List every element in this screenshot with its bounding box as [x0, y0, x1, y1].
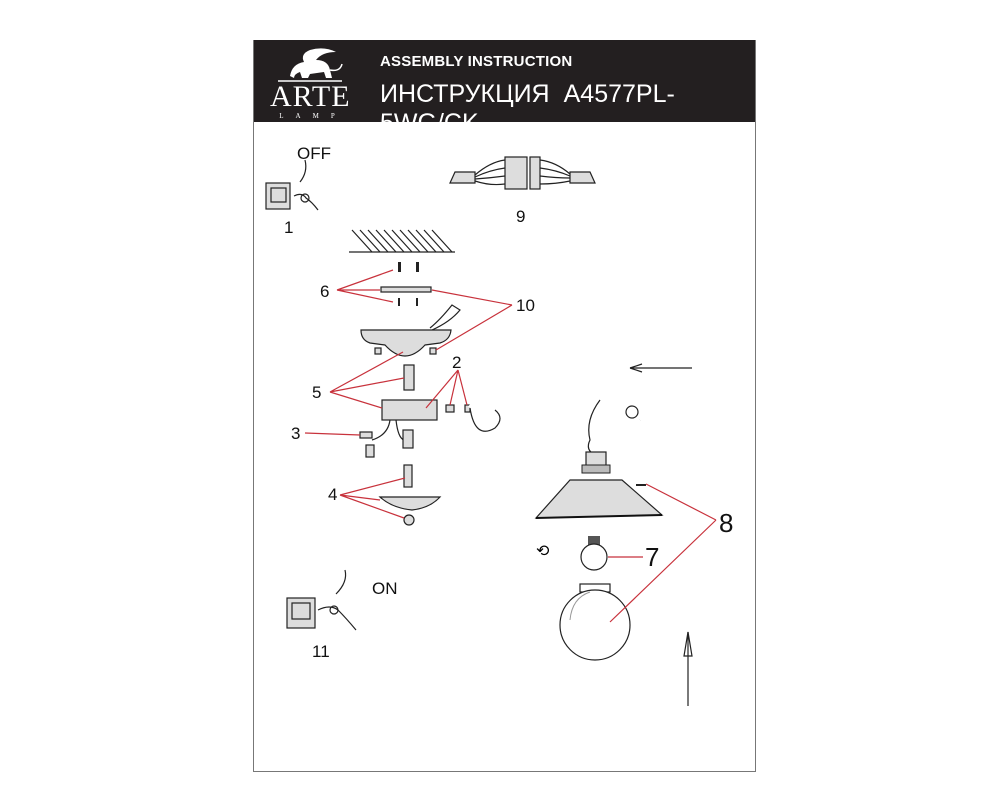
step-5-label: 5 — [312, 383, 321, 402]
canopy — [360, 304, 461, 357]
header-banner: ARTE LAMP ASSEMBLY INSTRUCTION ИНСТРУКЦИ… — [254, 40, 755, 137]
step-1-label: 1 — [284, 218, 293, 237]
hub-box — [381, 399, 438, 421]
leader-lines — [304, 269, 717, 623]
rod — [403, 464, 413, 488]
light-bulb — [580, 536, 608, 571]
rotate-icon: ⟲ — [536, 543, 550, 560]
model-number: A4577PL-5WG/CK — [380, 80, 675, 137]
finial — [403, 514, 415, 526]
step-9-label: 9 — [516, 207, 525, 226]
title-english: ASSEMBLY INSTRUCTION — [380, 53, 573, 70]
terminal-block-illustration — [449, 156, 596, 190]
bottom-cap — [378, 496, 442, 511]
switch-off-label: OFF — [297, 144, 331, 163]
switch-on-label: ON — [372, 579, 398, 598]
step-10-label: 10 — [516, 296, 535, 315]
step-11-label: 11 — [312, 642, 330, 661]
arm-nut — [445, 404, 455, 413]
step-6-label: 6 — [320, 282, 329, 301]
lamp-arm — [468, 372, 642, 456]
lamp-shade — [534, 451, 664, 519]
arte-lamp-logo: ARTE LAMP — [270, 46, 350, 120]
switch-on-illustration — [286, 569, 357, 631]
glass-globe — [559, 583, 631, 661]
coupler — [403, 364, 415, 391]
step-3-label: 3 — [291, 424, 300, 443]
mounting-bracket — [380, 262, 432, 306]
brand-sub: LAMP — [279, 112, 347, 120]
brand-name: ARTE — [270, 80, 351, 113]
step-2-label: 2 — [452, 353, 461, 372]
step-7-label: 7 — [645, 542, 659, 572]
step-8-label: 8 — [719, 508, 733, 538]
step-4-label: 4 — [328, 485, 337, 504]
winged-lion-icon — [278, 48, 343, 82]
direction-arrow-left — [629, 363, 692, 373]
direction-arrow-up — [683, 631, 693, 706]
wire-sockets — [359, 419, 414, 458]
ceiling-hatch — [349, 229, 455, 253]
switch-off-illustration — [265, 159, 319, 211]
title-russian: ИНСТРУКЦИЯ — [380, 80, 550, 108]
